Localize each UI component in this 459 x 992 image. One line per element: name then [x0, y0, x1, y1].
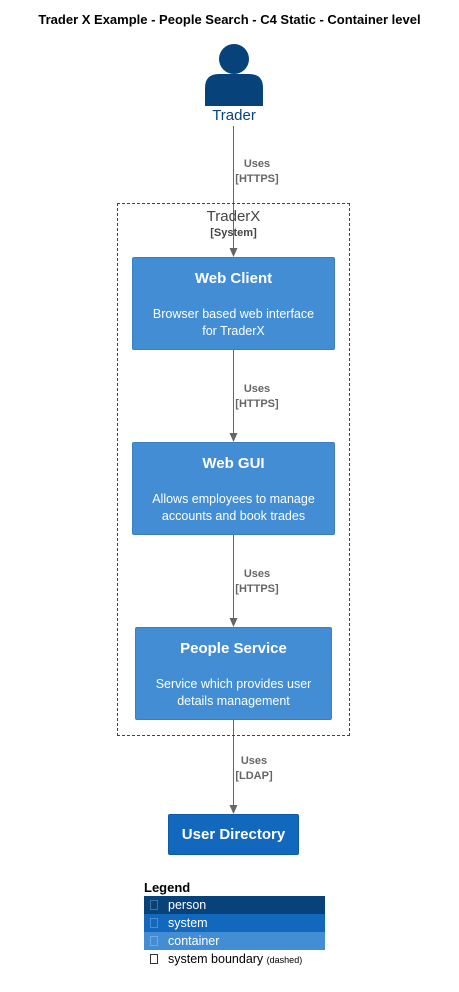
relation-4-tech: [LDAP] [235, 770, 273, 782]
legend-item-person: person [144, 896, 325, 914]
relation-3-text: Uses [243, 568, 271, 580]
legend-title: Legend [144, 880, 191, 895]
boundary-name: TraderX [206, 208, 261, 225]
arrowhead [229, 248, 238, 257]
legend-item-system-boundary: system boundary (dashed) [144, 950, 325, 968]
arrowhead [229, 433, 238, 442]
container-web-gui[interactable]: Web GUI Allows employees to manage accou… [132, 442, 335, 535]
legend-swatch-icon [150, 900, 158, 910]
arrowhead [229, 618, 238, 627]
person-trader-label: Trader [212, 107, 256, 124]
container-description: Allows employees to manage accounts and … [152, 492, 315, 523]
container-title: Web Client [194, 270, 273, 287]
diagram-title: Trader X Example - People Search - C4 St… [38, 12, 421, 27]
container-description: Service which provides user details mana… [155, 677, 312, 708]
container-title: People Service [180, 640, 287, 657]
system-user-directory[interactable]: User Directory [168, 814, 299, 855]
relation-1-text: Uses [243, 158, 271, 170]
person-icon [205, 44, 263, 106]
system-boundary [117, 203, 350, 736]
arrowhead [229, 805, 238, 814]
relation-4-text: Uses [240, 755, 268, 767]
container-description: Browser based web interface for TraderX [152, 307, 315, 338]
relation-label-4: Uses [LDAP] [223, 754, 285, 784]
relation-2-tech: [HTTPS] [235, 398, 279, 410]
relation-2-text: Uses [243, 383, 271, 395]
container-web-client[interactable]: Web Client Browser based web interface f… [132, 257, 335, 350]
container-title: Web GUI [202, 455, 265, 472]
container-people-service[interactable]: People Service Service which provides us… [135, 627, 332, 720]
legend-item-system: system [144, 914, 325, 932]
relation-label-3: Uses [HTTPS] [226, 567, 288, 597]
legend-swatch-icon [150, 918, 158, 928]
relation-3-tech: [HTTPS] [235, 583, 279, 595]
legend-item-container: container [144, 932, 325, 950]
relation-label-1: Uses [HTTPS] [226, 157, 288, 187]
boundary-type: [System] [210, 227, 257, 239]
legend-swatch-icon [150, 936, 158, 946]
relation-label-2: Uses [HTTPS] [226, 382, 288, 412]
legend-swatch-icon [150, 954, 158, 964]
relation-1-tech: [HTTPS] [235, 173, 279, 185]
